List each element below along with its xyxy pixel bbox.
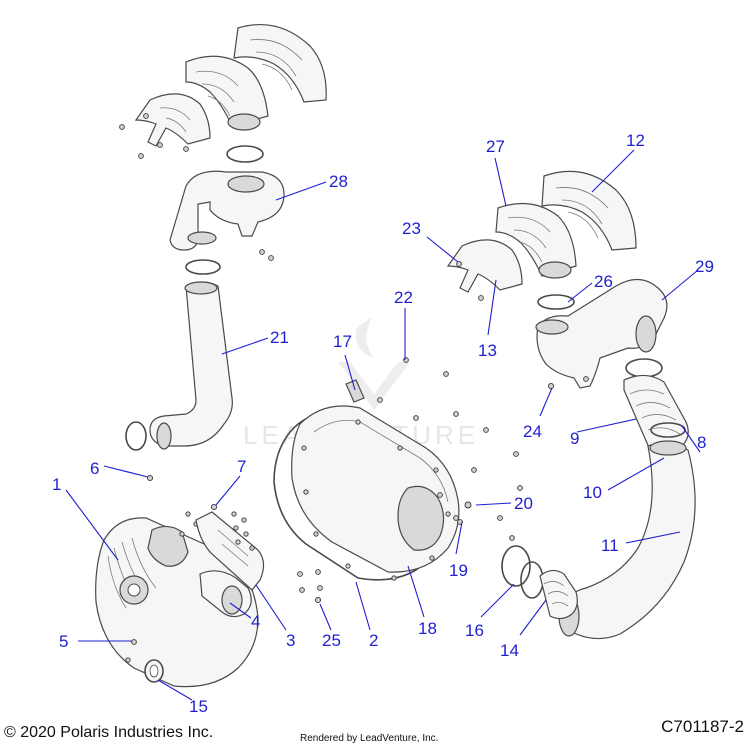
clamp-16-secondary bbox=[520, 561, 544, 599]
callout-5: 5 bbox=[59, 632, 68, 651]
callout-3: 3 bbox=[286, 631, 295, 650]
leader-lines bbox=[65, 149, 701, 701]
callout-numbers: 1 2 3 4 5 6 7 8 9 10 11 12 13 14 15 16 1… bbox=[52, 131, 714, 716]
cover-bolts bbox=[301, 419, 451, 581]
callout-13: 13 bbox=[478, 341, 497, 360]
intake-duct-elbow bbox=[169, 170, 285, 251]
washer-19 bbox=[453, 515, 459, 521]
callout-26: 26 bbox=[594, 272, 613, 291]
nut-24 bbox=[547, 382, 555, 390]
clamp-16 bbox=[501, 545, 531, 587]
clutch-cover-assembly bbox=[273, 357, 523, 604]
callout-4: 4 bbox=[251, 612, 260, 631]
screws-25 bbox=[297, 569, 323, 604]
screw-set-top-left bbox=[119, 113, 189, 159]
callout-15: 15 bbox=[189, 697, 208, 716]
callout-8: 8 bbox=[697, 433, 706, 452]
duct-elbow-inlet bbox=[227, 175, 265, 193]
scoop-outlet-left bbox=[227, 113, 261, 131]
clamp-lower-left bbox=[185, 259, 221, 275]
callout-21: 21 bbox=[270, 328, 289, 347]
guard-screws bbox=[231, 511, 255, 551]
boot-14 bbox=[539, 569, 578, 620]
duct-4-outlet bbox=[221, 585, 243, 615]
long-duct-outlet bbox=[156, 422, 172, 450]
callout-9: 9 bbox=[570, 429, 579, 448]
callout-25: 25 bbox=[322, 631, 341, 650]
callout-17: 17 bbox=[333, 332, 352, 351]
callout-20: 20 bbox=[514, 494, 533, 513]
nut-20 bbox=[464, 501, 472, 509]
intake-bracket-right bbox=[446, 239, 523, 293]
callout-12: 12 bbox=[626, 131, 645, 150]
copyright-text: © 2020 Polaris Industries Inc. bbox=[4, 724, 214, 741]
inner-cover-ribs bbox=[107, 537, 157, 609]
duct-elbow-outlet bbox=[187, 231, 217, 245]
callout-24: 24 bbox=[523, 422, 542, 441]
callout-11: 11 bbox=[601, 536, 619, 555]
callout-6: 6 bbox=[90, 459, 99, 478]
intake-cover-left bbox=[233, 23, 327, 103]
callout-28: 28 bbox=[329, 172, 348, 191]
intake-cover-right bbox=[541, 170, 637, 251]
cover-boss bbox=[397, 485, 445, 551]
screw-6 bbox=[146, 474, 154, 482]
clamp-upper-left bbox=[226, 145, 264, 163]
lower-duct-inlet bbox=[649, 440, 687, 456]
callout-27: 27 bbox=[486, 137, 505, 156]
clamp-duct-outlet bbox=[125, 421, 147, 451]
callout-22: 22 bbox=[394, 288, 413, 307]
callout-16: 16 bbox=[465, 621, 484, 640]
clamp-boot-upper bbox=[625, 358, 663, 378]
callout-2: 2 bbox=[369, 631, 378, 650]
callout-7: 7 bbox=[237, 457, 246, 476]
callout-23: 23 bbox=[402, 219, 421, 238]
callout-19: 19 bbox=[449, 561, 468, 580]
top-left-intake-assembly bbox=[119, 23, 327, 482]
inner-cover-assembly bbox=[95, 503, 265, 688]
intake-boot bbox=[623, 374, 689, 453]
screw-7 bbox=[210, 503, 218, 511]
clamp-right-upper bbox=[537, 294, 575, 310]
scoop-outlet-right bbox=[538, 261, 572, 279]
callout-1: 1 bbox=[52, 475, 61, 494]
loose-screws-center bbox=[377, 357, 523, 541]
rendered-by-text: Rendered by LeadVenture, Inc. bbox=[300, 733, 439, 744]
intake-duct-lower-right bbox=[562, 442, 696, 640]
inner-cover-blower bbox=[147, 525, 189, 567]
duct-right-inlet bbox=[535, 319, 569, 335]
intake-duct-long bbox=[149, 281, 233, 447]
callout-14: 14 bbox=[500, 641, 519, 660]
callout-29: 29 bbox=[695, 257, 714, 276]
callout-18: 18 bbox=[418, 619, 437, 638]
long-duct-inlet bbox=[184, 281, 218, 295]
right-intake-assembly bbox=[446, 170, 696, 640]
duct-right-outlet bbox=[635, 315, 657, 353]
callout-10: 10 bbox=[583, 483, 602, 502]
screw-5 bbox=[131, 639, 137, 645]
drawing-id: C701187-2 bbox=[661, 717, 744, 736]
